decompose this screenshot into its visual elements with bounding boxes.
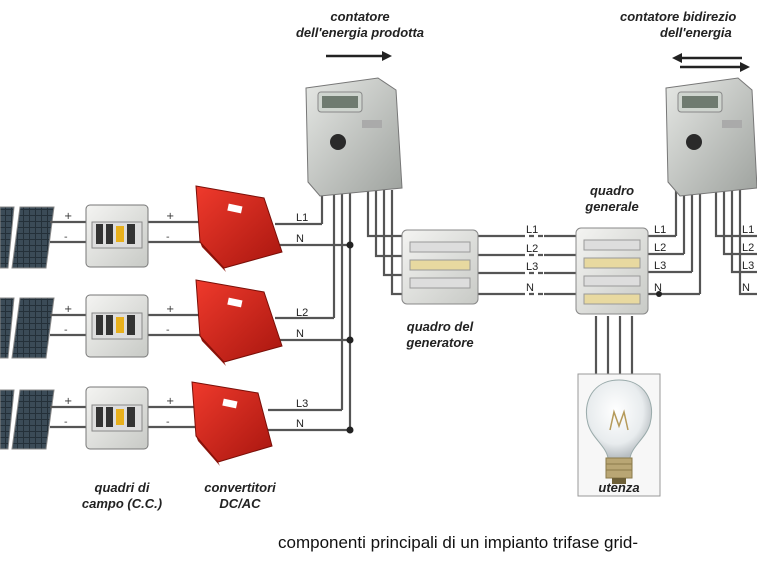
inverter-2 [195, 279, 283, 366]
svg-text:N: N [296, 418, 304, 430]
svg-text:L3: L3 [526, 261, 538, 273]
field-panel-3 [85, 386, 149, 450]
label-meter-bidirectional-2: dell'energia [660, 25, 732, 40]
svg-text:L2: L2 [296, 307, 308, 319]
label-field-panels-2: campo (C.C.) [82, 496, 162, 511]
svg-text:-: - [166, 325, 170, 336]
svg-text:+: + [64, 304, 72, 315]
solar-panels [0, 206, 55, 450]
field-panel-2 [85, 294, 149, 358]
svg-text:L3: L3 [654, 260, 666, 272]
svg-text:-: - [64, 232, 68, 243]
svg-text:N: N [742, 282, 750, 294]
svg-text:-: - [64, 417, 68, 428]
svg-text:L2: L2 [742, 242, 754, 254]
label-generator-panel-1: quadro del [407, 319, 474, 334]
svg-text:-: - [166, 417, 170, 428]
bidirectional-arrow-icon [672, 53, 750, 72]
svg-text:L1: L1 [654, 224, 666, 236]
label-meter-bidirectional-1: contatore bidirezio [620, 9, 736, 24]
label-inverters-1: convertitori [204, 480, 276, 495]
svg-text:N: N [296, 328, 304, 340]
label-field-panels-1: quadri di [95, 480, 150, 495]
junction-dots [346, 241, 662, 434]
general-panel [575, 227, 649, 315]
svg-text:-: - [64, 325, 68, 336]
svg-text:+: + [166, 396, 174, 407]
production-arrow-icon [326, 51, 392, 61]
svg-text:L3: L3 [296, 398, 308, 410]
inverter-1 [195, 185, 283, 272]
svg-text:N: N [296, 233, 304, 245]
wiring [50, 190, 757, 432]
svg-text:L1: L1 [742, 224, 754, 236]
svg-text:L2: L2 [526, 243, 538, 255]
light-bulb-icon [577, 373, 661, 497]
label-generator-panel-2: generatore [405, 335, 473, 350]
svg-text:N: N [526, 282, 534, 294]
svg-text:+: + [166, 304, 174, 315]
svg-text:+: + [64, 211, 72, 222]
svg-text:L3: L3 [742, 260, 754, 272]
svg-text:-: - [166, 232, 170, 243]
label-general-panel-2: generale [584, 199, 638, 214]
field-panel-1 [85, 204, 149, 268]
bus-dashes [520, 234, 544, 296]
svg-text:+: + [166, 211, 174, 222]
svg-text:N: N [654, 282, 662, 294]
production-meter [305, 77, 403, 197]
solar-panel-row-3 [0, 389, 55, 450]
svg-text:L1: L1 [526, 224, 538, 236]
solar-panel-row-2 [0, 297, 55, 359]
diagram-caption: componenti principali di un impianto tri… [278, 533, 638, 552]
label-meter-produced-2: dell'energia prodotta [296, 25, 424, 40]
solar-panel-row-1 [0, 206, 55, 269]
polarity-signs: + - + - + - + - + - + - [64, 211, 174, 428]
svg-text:L2: L2 [654, 242, 666, 254]
label-meter-produced-1: contatore [330, 9, 389, 24]
svg-text:L1: L1 [296, 212, 308, 224]
label-general-panel-1: quadro [590, 183, 634, 198]
generator-panel [401, 229, 479, 305]
svg-text:+: + [64, 396, 72, 407]
label-inverters-2: DC/AC [219, 496, 261, 511]
component-labels: contatore dell'energia prodotta contator… [82, 9, 736, 511]
inverter-3 [191, 381, 273, 466]
label-load: utenza [598, 480, 639, 495]
bidirectional-meter [665, 77, 757, 197]
wire-labels: L1 N L2 N L3 N L1 L2 L3 N L1 L2 L3 N L1 … [296, 212, 754, 430]
